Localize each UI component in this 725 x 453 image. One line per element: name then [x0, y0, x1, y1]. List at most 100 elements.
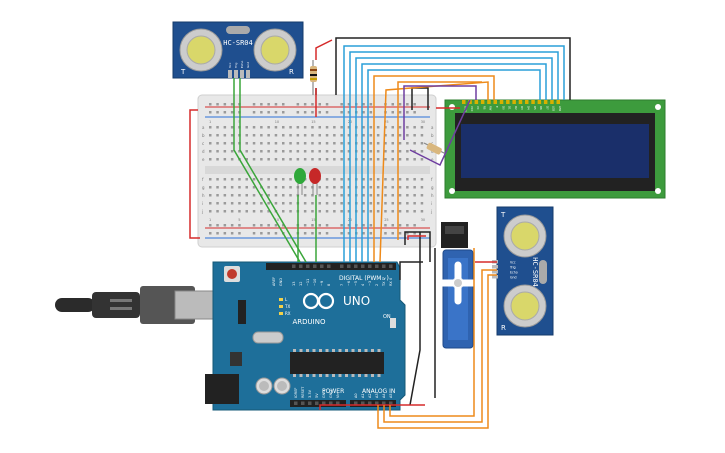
breadboard-hole[interactable] — [318, 142, 322, 145]
breadboard-hole[interactable] — [282, 126, 285, 129]
rail-hole[interactable] — [230, 232, 234, 235]
breadboard-hole[interactable] — [340, 150, 343, 153]
breadboard-hole[interactable] — [369, 150, 373, 153]
breadboard-hole[interactable] — [413, 202, 416, 205]
lcd-pin[interactable] — [518, 100, 523, 104]
breadboard-hole[interactable] — [209, 210, 212, 213]
lcd-pin[interactable] — [462, 100, 466, 104]
rail-hole[interactable] — [252, 111, 256, 114]
rail-hole[interactable] — [362, 224, 365, 227]
breadboard-hole[interactable] — [296, 134, 300, 137]
breadboard-hole[interactable] — [406, 158, 409, 161]
breadboard-hole[interactable] — [347, 210, 351, 213]
breadboard-hole[interactable] — [303, 134, 307, 137]
rail-hole[interactable] — [260, 103, 263, 106]
breadboard-hole[interactable] — [340, 194, 343, 197]
breadboard-hole[interactable] — [216, 126, 219, 129]
breadboard-hole[interactable] — [274, 150, 278, 153]
breadboard-hole[interactable] — [274, 158, 278, 161]
breadboard-hole[interactable] — [209, 158, 212, 161]
breadboard-hole[interactable] — [384, 194, 387, 197]
power-pin[interactable] — [301, 401, 305, 406]
breadboard-hole[interactable] — [223, 194, 227, 197]
breadboard-hole[interactable] — [398, 142, 402, 145]
breadboard-hole[interactable] — [274, 202, 278, 205]
breadboard-hole[interactable] — [296, 142, 300, 145]
breadboard-hole[interactable] — [303, 210, 307, 213]
breadboard-hole[interactable] — [209, 142, 212, 145]
breadboard-hole[interactable] — [347, 194, 351, 197]
breadboard-hole[interactable] — [303, 194, 307, 197]
breadboard-hole[interactable] — [245, 158, 249, 161]
breadboard-hole[interactable] — [420, 194, 424, 197]
breadboard-hole[interactable] — [420, 142, 424, 145]
rail-hole[interactable] — [282, 224, 285, 227]
rail-hole[interactable] — [216, 224, 219, 227]
rail-hole[interactable] — [325, 224, 329, 227]
breadboard-hole[interactable] — [216, 178, 219, 181]
rail-hole[interactable] — [296, 103, 300, 106]
digital-pin[interactable] — [375, 264, 379, 269]
rail-hole[interactable] — [413, 103, 416, 106]
analog-pin[interactable] — [382, 401, 386, 406]
breadboard-hole[interactable] — [347, 150, 351, 153]
rail-hole[interactable] — [282, 103, 285, 106]
rail-hole[interactable] — [252, 232, 256, 235]
rail-hole[interactable] — [347, 224, 351, 227]
breadboard-hole[interactable] — [398, 178, 402, 181]
breadboard-hole[interactable] — [267, 134, 270, 137]
breadboard-hole[interactable] — [325, 158, 329, 161]
breadboard-hole[interactable] — [325, 202, 329, 205]
rail-hole[interactable] — [318, 103, 322, 106]
breadboard-hole[interactable] — [267, 210, 270, 213]
rail-hole[interactable] — [223, 224, 227, 227]
breadboard-hole[interactable] — [252, 194, 256, 197]
breadboard-hole[interactable] — [406, 142, 409, 145]
breadboard-hole[interactable] — [325, 134, 329, 137]
rail-hole[interactable] — [303, 103, 307, 106]
rail-hole[interactable] — [398, 232, 402, 235]
breadboard-hole[interactable] — [347, 186, 351, 189]
breadboard-hole[interactable] — [238, 150, 241, 153]
rail-hole[interactable] — [325, 111, 329, 114]
breadboard-hole[interactable] — [362, 126, 365, 129]
rail-hole[interactable] — [398, 103, 402, 106]
breadboard-hole[interactable] — [230, 186, 234, 189]
breadboard-hole[interactable] — [369, 194, 373, 197]
breadboard-hole[interactable] — [384, 186, 387, 189]
breadboard-hole[interactable] — [230, 126, 234, 129]
sensor-top-pin[interactable] — [234, 70, 238, 78]
breadboard-hole[interactable] — [230, 178, 234, 181]
rail-hole[interactable] — [260, 232, 263, 235]
breadboard-hole[interactable] — [325, 178, 329, 181]
breadboard-hole[interactable] — [384, 134, 387, 137]
breadboard-hole[interactable] — [252, 186, 256, 189]
breadboard-hole[interactable] — [260, 158, 263, 161]
breadboard-hole[interactable] — [333, 186, 336, 189]
power-pin[interactable] — [294, 401, 298, 406]
breadboard-hole[interactable] — [282, 158, 285, 161]
breadboard-hole[interactable] — [230, 150, 234, 153]
breadboard-hole[interactable] — [325, 210, 329, 213]
rail-hole[interactable] — [230, 224, 234, 227]
breadboard-hole[interactable] — [296, 158, 300, 161]
digital-pin[interactable] — [382, 264, 386, 269]
lcd-pin[interactable] — [537, 100, 542, 104]
rail-hole[interactable] — [267, 111, 270, 114]
breadboard-hole[interactable] — [362, 150, 365, 153]
breadboard-hole[interactable] — [289, 202, 292, 205]
rail-hole[interactable] — [209, 103, 212, 106]
rail-hole[interactable] — [230, 111, 234, 114]
digital-pin[interactable] — [354, 264, 358, 269]
rail-hole[interactable] — [369, 224, 373, 227]
breadboard-hole[interactable] — [340, 186, 343, 189]
breadboard-hole[interactable] — [216, 210, 219, 213]
breadboard-hole[interactable] — [398, 194, 402, 197]
breadboard-hole[interactable] — [369, 126, 373, 129]
rail-hole[interactable] — [413, 232, 416, 235]
rail-hole[interactable] — [238, 224, 241, 227]
digital-pin[interactable] — [313, 264, 317, 269]
rail-hole[interactable] — [252, 224, 256, 227]
breadboard-hole[interactable] — [252, 210, 256, 213]
rail-hole[interactable] — [347, 232, 351, 235]
